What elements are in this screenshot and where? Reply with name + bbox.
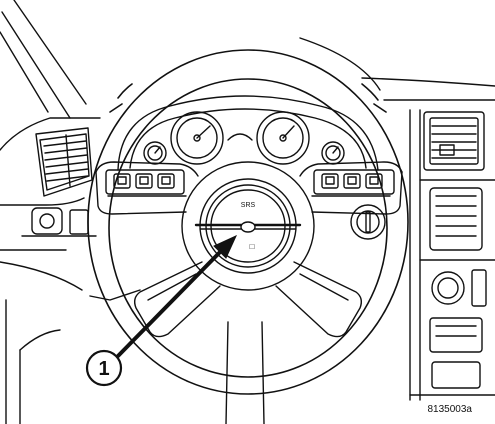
right-air-vent (423, 111, 485, 171)
left-air-vent (35, 127, 93, 197)
right-center-stack (429, 187, 487, 389)
lower-left-spoke (133, 261, 221, 338)
callout-bubble (85, 349, 123, 387)
left-switch-pod (105, 169, 185, 195)
airbag-hub (181, 161, 315, 291)
right-switch-pod (313, 169, 395, 195)
steering-wheel-rim (87, 49, 409, 395)
callout-leader (116, 234, 238, 358)
left-switch-panel (21, 207, 97, 237)
right-spoke (299, 161, 403, 215)
lower-right-spoke (275, 261, 363, 338)
left-spoke (95, 161, 199, 215)
instrument-cluster (117, 95, 379, 171)
srs-mark: SRS (241, 202, 256, 209)
hub-lower-mark: □ (250, 242, 255, 251)
callout-number: 1 (98, 358, 109, 380)
ignition-switch (350, 204, 386, 240)
steering-column (89, 289, 265, 424)
figure-code: 8135003a (428, 404, 473, 415)
